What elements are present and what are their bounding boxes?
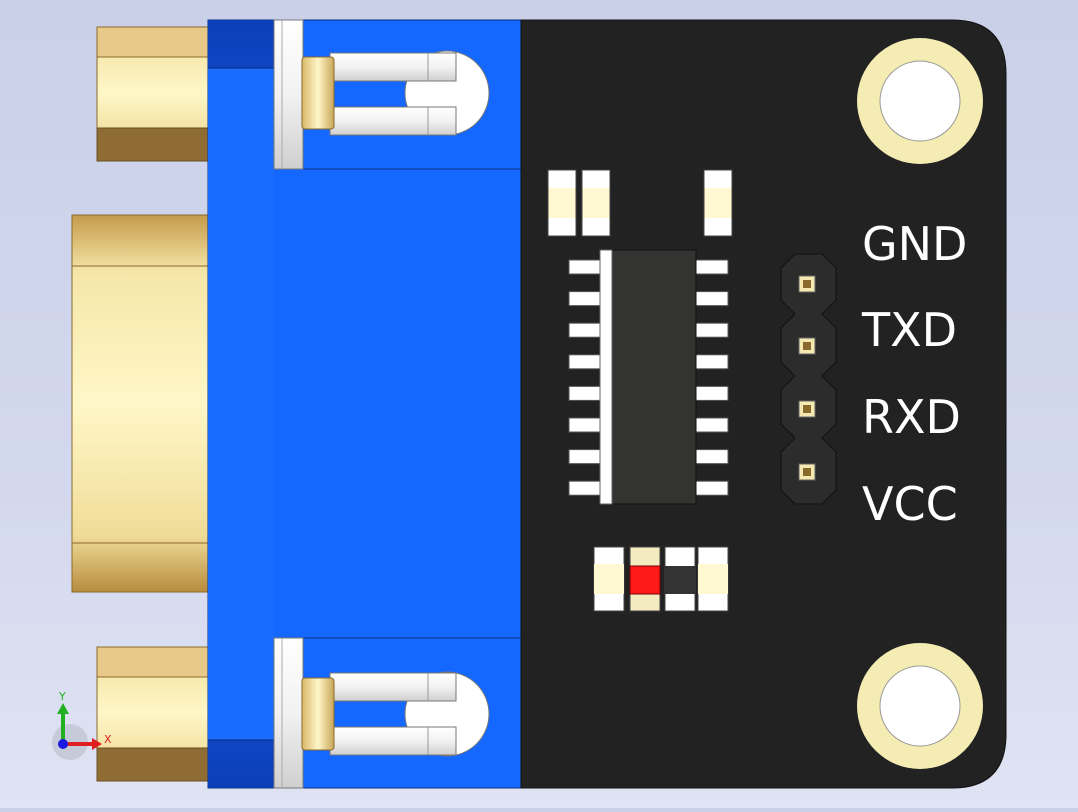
label-rxd: RXD: [862, 390, 961, 444]
smd-component-dark: [664, 546, 696, 612]
header-pin-gnd: [798, 275, 816, 293]
ic-lead: [568, 322, 602, 338]
dsub-body: [207, 19, 522, 789]
axis-triad-icon: Y X: [52, 690, 112, 760]
smd-capacitor: [697, 546, 729, 612]
ic-lead: [568, 291, 602, 307]
ic-lead: [694, 259, 729, 275]
axis-x-label: X: [104, 733, 112, 746]
bracket-top: [301, 50, 490, 136]
mounting-hole-icon: [857, 643, 983, 769]
header-pin-vcc: [798, 463, 816, 481]
header-pin-txd: [798, 337, 816, 355]
smd-parts-bottom: [593, 546, 729, 612]
ic-lead: [568, 385, 602, 401]
dsub-shell: [71, 26, 210, 782]
label-vcc: VCC: [862, 477, 958, 531]
pin-header: [780, 253, 837, 505]
ic-lead: [694, 354, 729, 370]
ic-lead: [568, 259, 602, 275]
axis-y-label: Y: [58, 690, 66, 703]
ic-chip: [568, 249, 729, 505]
label-txd: TXD: [861, 303, 957, 357]
label-gnd: GND: [862, 217, 967, 271]
led: [629, 546, 661, 612]
ic-lead: [568, 480, 602, 496]
ic-lead: [568, 354, 602, 370]
ic-lead: [568, 417, 602, 433]
ic-lead: [694, 322, 729, 338]
ic-lead: [694, 291, 729, 307]
mounting-hole-icon: [857, 38, 983, 164]
smd-resistor: [593, 546, 625, 612]
smd-capacitors-top: [547, 169, 733, 237]
ic-leads-left: [568, 259, 602, 496]
silkscreen-labels: GND TXD RXD VCC: [861, 217, 967, 531]
header-pin-rxd: [798, 400, 816, 418]
ic-lead: [694, 385, 729, 401]
ic-lead: [694, 480, 729, 496]
ic-lead: [694, 449, 729, 465]
ic-lead: [694, 417, 729, 433]
bracket-bottom: [301, 671, 490, 757]
ic-lead: [568, 449, 602, 465]
